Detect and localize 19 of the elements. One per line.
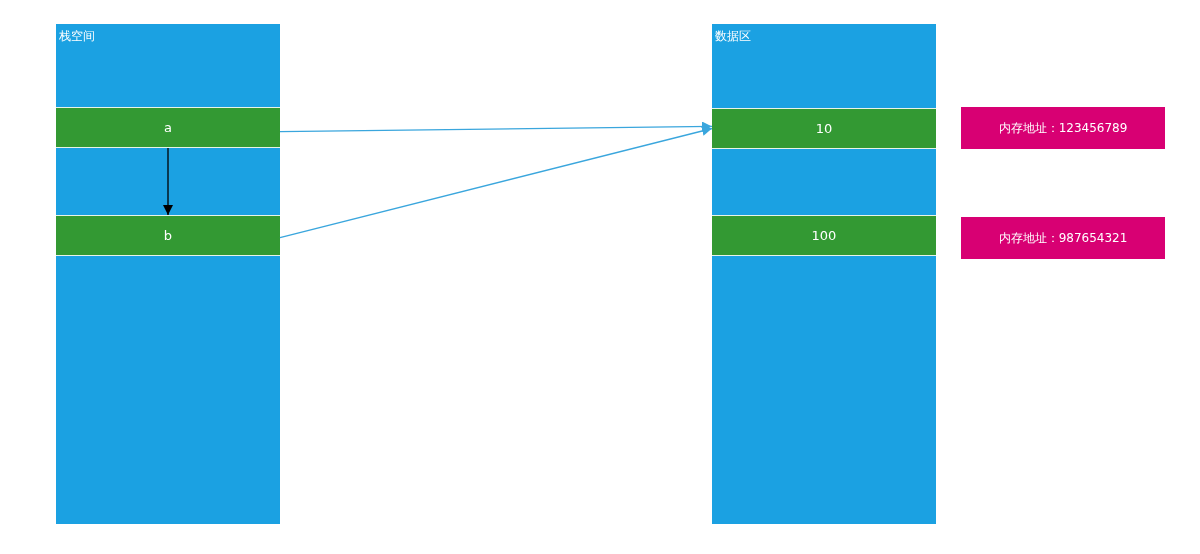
stack-panel [56,24,280,524]
arrow [279,121,713,133]
panel-title: 数据区 [715,28,751,45]
data-panel [712,24,936,524]
cell-label: b [163,228,173,243]
address-label: 内存地址：987654321 [998,229,1128,247]
variable-cell [56,107,280,148]
variable-cell [56,215,280,256]
address-box [961,107,1165,149]
arrow [279,126,713,239]
value-cell [712,215,936,256]
arrow [163,147,173,216]
cell-label: a [164,120,172,135]
address-label: 内存地址：123456789 [998,119,1128,137]
address-box [961,217,1165,259]
value-cell [712,108,936,149]
cell-label: 10 [815,121,833,136]
panel-title: 栈空间 [59,28,95,45]
cell-label: 100 [811,228,837,243]
